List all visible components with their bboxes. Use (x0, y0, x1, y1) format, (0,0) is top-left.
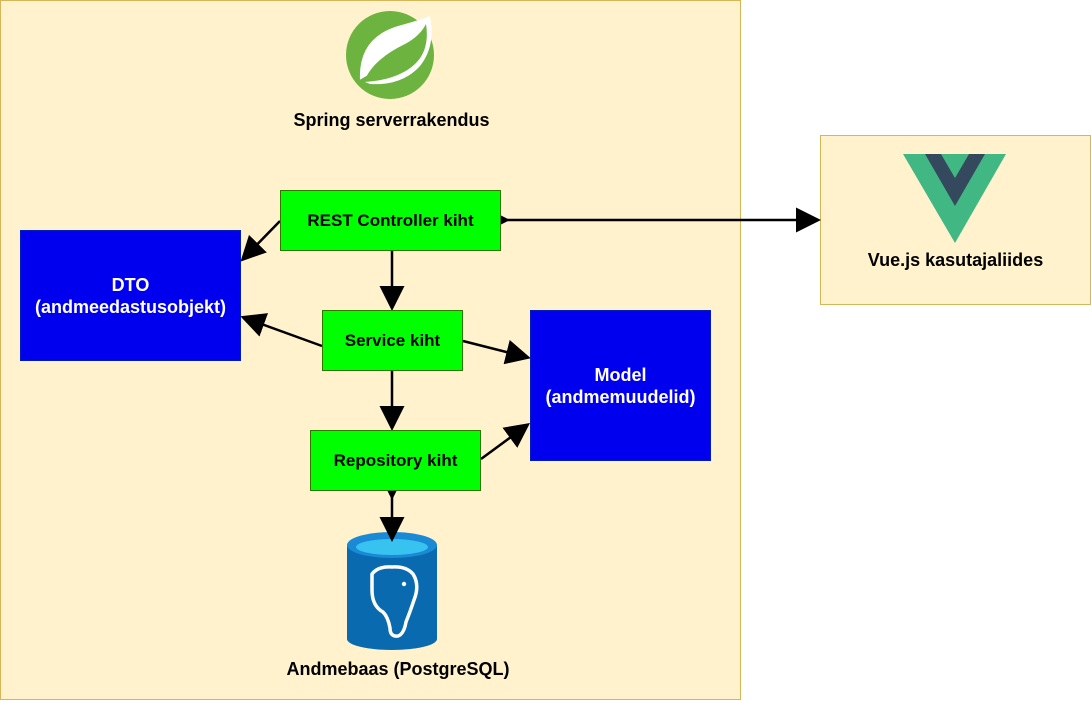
rest-controller-label: REST Controller kiht (307, 210, 474, 230)
spring-app-title: Spring serverrakendus (293, 110, 490, 130)
dto-box: DTO (andmeedastusobjekt) (20, 230, 241, 361)
vue-ui-title: Vue.js kasutajaliides (867, 250, 1044, 270)
repository-label: Repository kiht (333, 450, 458, 470)
model-box: Model (andmemuudelid) (530, 310, 711, 461)
service-label: Service kiht (344, 330, 441, 350)
repository-layer: Repository kiht (310, 430, 481, 491)
model-subtitle: (andmemuudelid) (545, 386, 696, 407)
model-title: Model (594, 364, 647, 385)
rest-controller-layer: REST Controller kiht (280, 190, 501, 251)
arrow-rest-to-dto (240, 220, 281, 262)
vue-logo (903, 154, 1006, 243)
dto-title: DTO (111, 274, 150, 295)
connectors (240, 207, 821, 542)
arrow-service-to-dto (240, 313, 323, 348)
postgresql-database-icon (347, 532, 437, 650)
arrow-repository-to-model (480, 423, 531, 461)
database-title: Andmebaas (PostgreSQL) (286, 659, 510, 679)
dto-subtitle: (andmeedastusobjekt) (34, 296, 227, 317)
service-layer: Service kiht (322, 310, 463, 371)
spring-leaf-logo (346, 11, 434, 99)
arrow-service-to-model (462, 339, 531, 365)
